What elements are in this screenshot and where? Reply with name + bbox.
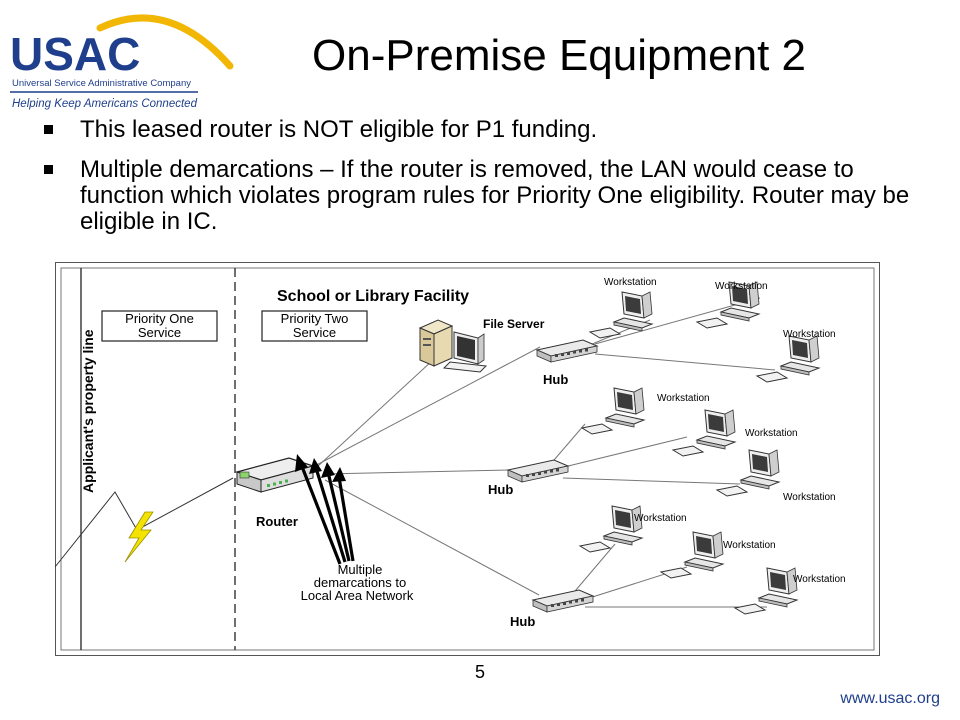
logo-company: Universal Service Administrative Company [12, 78, 191, 89]
workstation-label: Workstation [634, 513, 687, 524]
router-label: Router [256, 514, 298, 529]
file-server-icon [418, 319, 488, 373]
workstation-label: Workstation [604, 277, 657, 288]
usac-logo-graphic: USAC Universal Service Administrative Co… [10, 14, 234, 110]
workstation-label: Workstation [783, 492, 836, 503]
facility-label: School or Library Facility [277, 288, 469, 305]
priority-two-label: Priority Two [281, 311, 349, 326]
hub-label: Hub [510, 614, 535, 629]
workstation-label: Workstation [657, 393, 710, 404]
workstation-label: Workstation [715, 281, 768, 292]
network-diagram-svg: Applicant's property line School or Libr… [55, 262, 880, 656]
hub-label: Hub [488, 482, 513, 497]
footer-url-link[interactable]: www.usac.org [840, 690, 940, 707]
priority-two-label: Service [293, 325, 336, 340]
hub-label: Hub [543, 372, 568, 387]
usac-logo: USAC Universal Service Administrative Co… [8, 6, 238, 116]
property-line-label: Applicant's property line [80, 329, 96, 493]
bullet-item: Multiple demarcations – If the router is… [44, 157, 924, 235]
bullet-square-icon [44, 125, 53, 134]
lightning-bolt-icon [124, 511, 154, 563]
bullet-text: This leased router is NOT eligible for P… [80, 116, 598, 143]
priority-one-label: Priority One [125, 311, 194, 326]
bullet-square-icon [44, 165, 53, 174]
workstation-label: Workstation [793, 574, 846, 585]
slide-title: On-Premise Equipment 2 [312, 31, 806, 80]
network-diagram: Applicant's property line School or Libr… [55, 262, 880, 656]
router-icon [234, 457, 316, 493]
logo-wordmark: USAC [10, 28, 140, 80]
demarcation-note: Multiple [338, 562, 383, 577]
demarcation-note: demarcations to [314, 575, 407, 590]
workstation-label: Workstation [745, 428, 798, 439]
priority-one-label: Service [138, 325, 181, 340]
logo-tagline: Helping Keep Americans Connected [12, 98, 198, 110]
page-number: 5 [474, 662, 485, 682]
bullet-text: Multiple demarcations – If the router is… [80, 156, 910, 235]
workstation-label: Workstation [783, 329, 836, 340]
demarcation-note: Local Area Network [301, 588, 414, 603]
bullet-list: This leased router is NOT eligible for P… [44, 117, 924, 249]
workstation-label: Workstation [723, 540, 776, 551]
file-server-label: File Server [483, 317, 545, 331]
bullet-item: This leased router is NOT eligible for P… [44, 117, 924, 143]
